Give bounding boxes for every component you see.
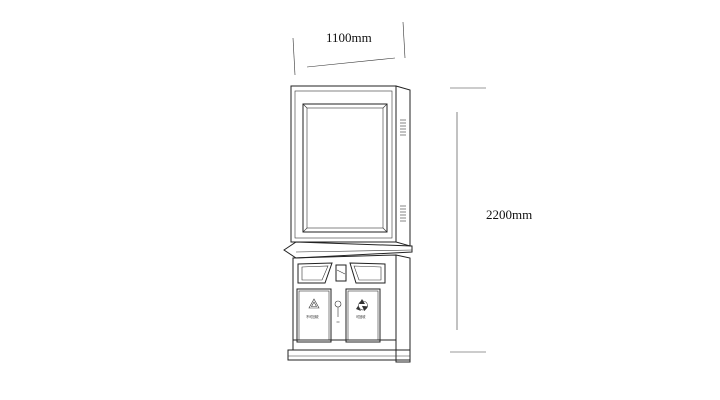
height-dimension-lines [450,87,486,353]
left-bin-door [296,288,332,343]
vent-upper [400,119,406,136]
recycle-outline-icon [308,298,320,309]
width-dimension-lines [292,21,406,76]
key-lock-icon [334,300,342,323]
bin-openings [297,262,386,284]
right-bin-door [345,288,381,343]
right-bin-label: 可回收 [356,314,366,319]
width-dimension-label: 1100mm [326,30,372,45]
height-dimension-label: 2200mm [486,207,533,222]
lightbox-frame [290,85,411,247]
recycle-icon [356,299,368,312]
vent-lower [400,205,406,222]
left-bin-label: 不可回收 [306,314,320,319]
bin-cabinet [287,254,411,363]
canopy-shelf [283,241,413,259]
